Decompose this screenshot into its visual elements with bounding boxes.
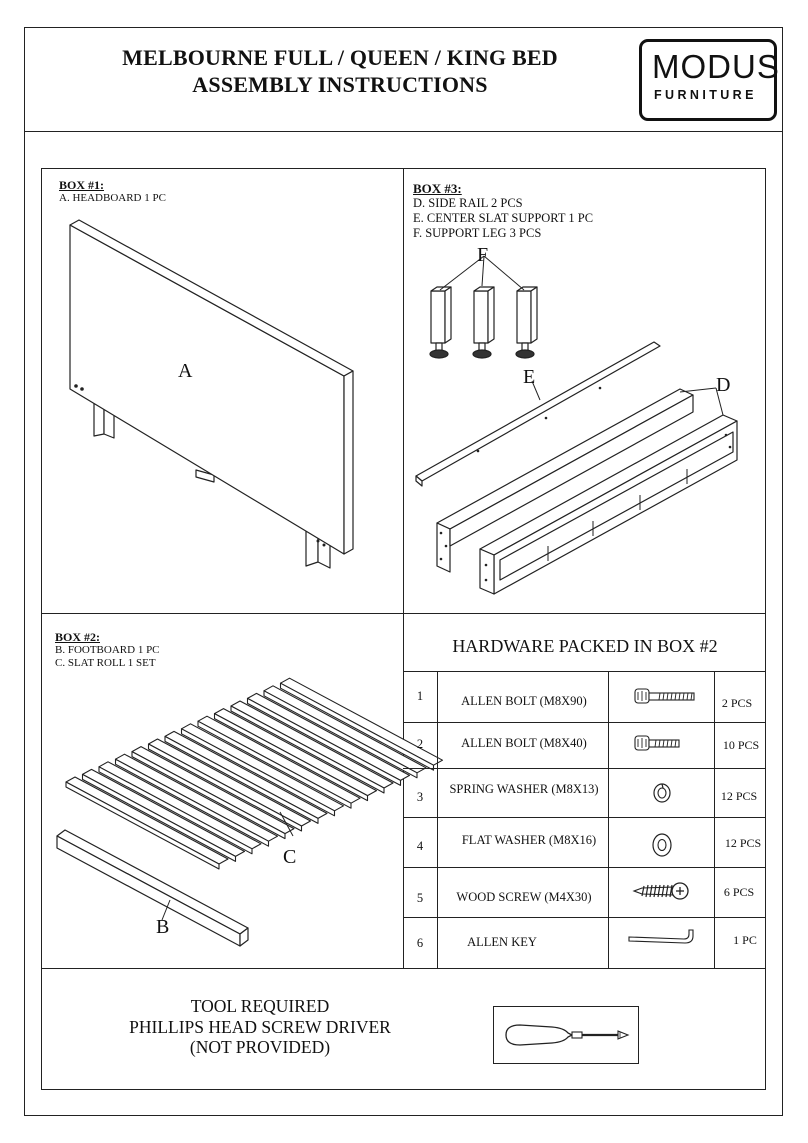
spring-washer-icon [653, 783, 671, 803]
hardware-row-1-number: 1 [416, 689, 424, 703]
hardware-row-3-number: 3 [416, 790, 424, 804]
grid-vertical-divider [403, 168, 404, 968]
flat-washer-icon [652, 833, 672, 857]
tool-image-box [493, 1006, 639, 1064]
box2-title: BOX #2: [55, 630, 100, 644]
hardware-row-2-number: 2 [416, 737, 424, 751]
slat-edge [180, 728, 336, 817]
grid-bottom-divider [41, 968, 766, 969]
slat-edge [65, 781, 220, 870]
title-line-1: MELBOURNE FULL / QUEEN / KING BED [122, 45, 558, 70]
box2-caption: BOX #2: B. FOOTBOARD 1 PC C. SLAT ROLL 1… [55, 630, 160, 670]
slat-edge [197, 720, 352, 809]
allen-bolt-long-icon [634, 688, 695, 704]
grid-middle-divider [41, 613, 766, 614]
logo-main-text: MODUS [652, 48, 780, 85]
hardware-row-4-qty: 12 PCS [724, 836, 762, 850]
hardware-row-4-number: 4 [416, 839, 424, 853]
label-f: F [477, 244, 489, 266]
slat-edge [246, 697, 402, 786]
page-frame [24, 27, 783, 1116]
slat-edge [98, 766, 253, 855]
slat-edge [230, 705, 385, 794]
screwdriver-icon [505, 1024, 630, 1046]
hardware-row-divider [403, 867, 766, 868]
title-line-2: ASSEMBLY INSTRUCTIONS [192, 72, 488, 97]
tool-line-3: (NOT PROVIDED) [189, 1037, 331, 1057]
hardware-row-divider [403, 917, 766, 918]
allen-bolt-short-icon [634, 735, 680, 751]
modus-logo: MODUS FURNITURE [639, 39, 780, 121]
hardware-row-5-number: 5 [416, 891, 424, 905]
slat-edge [279, 682, 435, 771]
slat-edge [147, 743, 303, 832]
hardware-row-1-name: ALLEN BOLT (M8X90) [461, 694, 587, 708]
support-leg-1 [429, 286, 452, 359]
hardware-row-4-name: FLAT WASHER (M8X16) [461, 833, 597, 847]
hardware-row-1-qty: 2 PCS [721, 696, 753, 710]
slat-edge [213, 713, 369, 802]
hardware-row-6-name: ALLEN KEY [467, 935, 537, 949]
box2-item-c: C. SLAT ROLL 1 SET [55, 657, 156, 669]
hardware-header-divider [403, 671, 766, 672]
box1-caption: BOX #1: A. HEADBOARD 1 PC [59, 178, 166, 205]
hardware-row-6-qty: 1 PC [733, 933, 757, 947]
label-d: D [716, 374, 731, 396]
slat-edge [263, 690, 418, 779]
label-a: A [178, 360, 193, 382]
hardware-col-divider-2 [608, 671, 609, 968]
allen-key-icon [628, 929, 694, 944]
hardware-row-divider [403, 722, 766, 723]
hardware-row-divider [403, 768, 766, 769]
tool-line-1: TOOL REQUIRED [190, 996, 330, 1016]
box3-item-f: F. SUPPORT LEG 3 PCS [413, 226, 542, 240]
hardware-row-divider [403, 817, 766, 818]
header-divider [24, 131, 783, 132]
label-c: C [283, 846, 297, 868]
box3-item-d: D. SIDE RAIL 2 PCS [413, 196, 523, 210]
hardware-row-6-number: 6 [416, 936, 424, 950]
support-leg-2 [472, 286, 495, 359]
hardware-row-2-name: ALLEN BOLT (M8X40) [461, 736, 587, 750]
label-e: E [523, 366, 536, 388]
box2-item-b: B. FOOTBOARD 1 PC [55, 644, 160, 656]
document-title: MELBOURNE FULL / QUEEN / KING BED ASSEMB… [60, 44, 620, 98]
tool-line-2: PHILLIPS HEAD SCREW DRIVER [129, 1016, 391, 1037]
tool-required-text: TOOL REQUIRED PHILLIPS HEAD SCREW DRIVER… [120, 996, 400, 1058]
support-leg-3 [515, 286, 538, 359]
slat-edge [164, 735, 319, 824]
box1-title: BOX #1: [59, 178, 104, 192]
hardware-row-5-qty: 6 PCS [723, 885, 755, 899]
box3-title: BOX #3: [413, 181, 462, 196]
slat-edge [114, 758, 270, 847]
hardware-col-divider-1 [437, 671, 438, 968]
hardware-title: HARDWARE PACKED IN BOX #2 [452, 636, 718, 656]
label-b: B [156, 916, 170, 938]
hardware-row-3-name: SPRING WASHER (M8X13) [449, 782, 599, 796]
hardware-row-5-name: WOOD SCREW (M4X30) [456, 890, 592, 904]
slat-edge [81, 773, 237, 862]
box1-item: A. HEADBOARD 1 PC [59, 192, 166, 204]
box3-item-e: E. CENTER SLAT SUPPORT 1 PC [413, 211, 594, 225]
hardware-row-2-qty: 10 PCS [722, 738, 760, 752]
hardware-row-3-qty: 12 PCS [720, 789, 758, 803]
box3-caption: BOX #3: D. SIDE RAIL 2 PCS E. CENTER SLA… [413, 182, 593, 241]
hardware-col-divider-3 [714, 671, 715, 968]
slat-edge [131, 751, 286, 840]
wood-screw-icon [632, 882, 689, 900]
logo-sub-text: FURNITURE [654, 88, 757, 102]
